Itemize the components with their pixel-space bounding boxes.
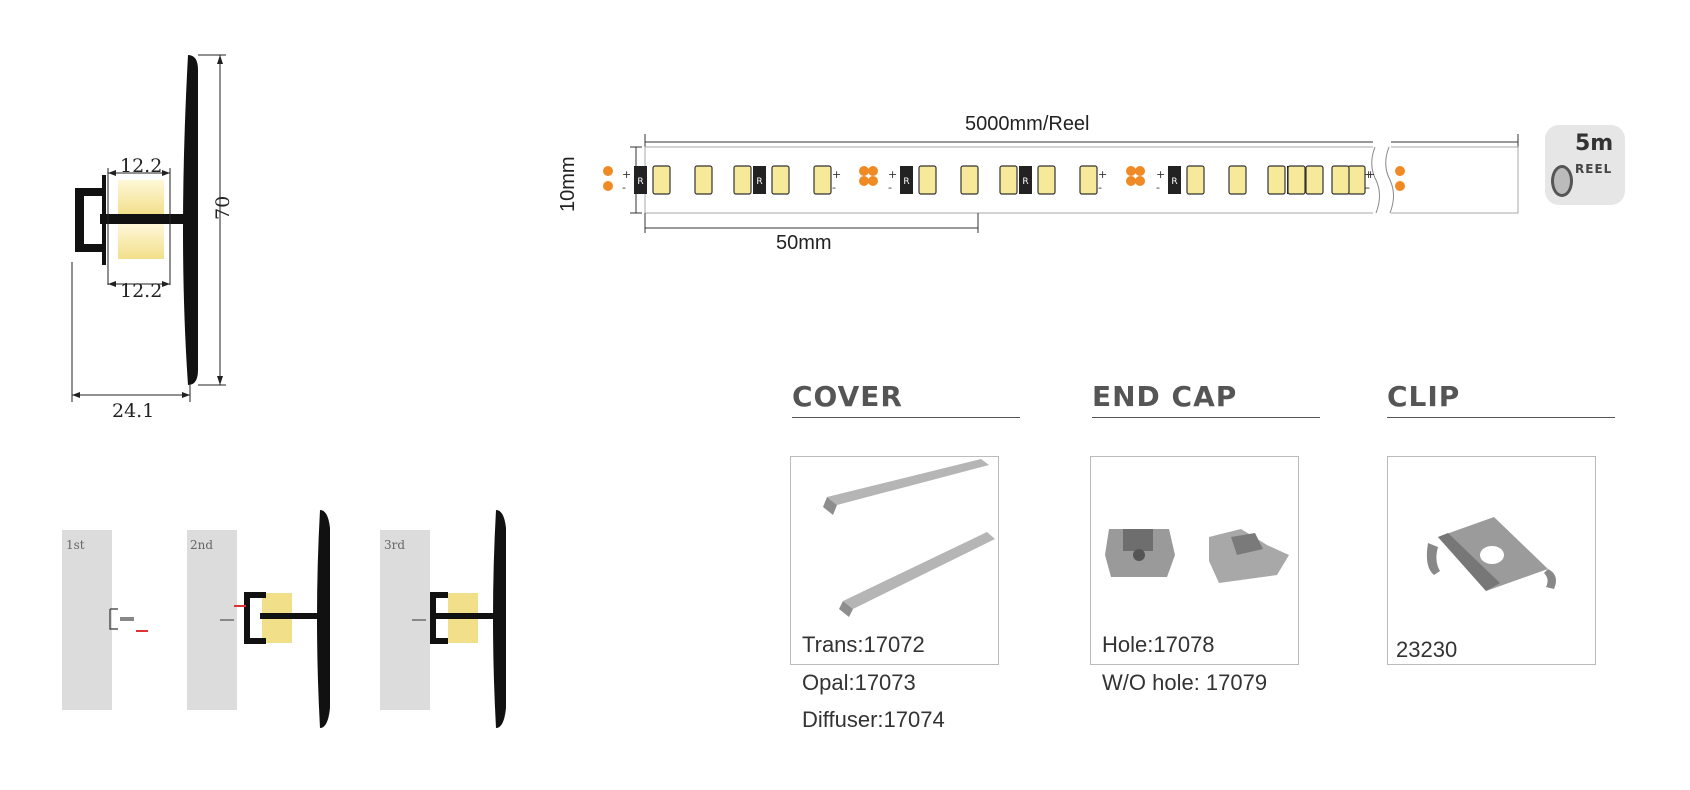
dimension-arrows — [72, 55, 223, 398]
dim-top-width: 12.2 — [120, 155, 163, 177]
end-cap-part-no-hole: W/O hole: 17079 — [1102, 670, 1268, 695]
smd-led — [1186, 165, 1205, 195]
led-strip-diagram: +-RR+-+-RR+-+-RR+-R+- — [603, 134, 1519, 233]
solder-pad — [868, 176, 878, 186]
end-cap-part-hole: Hole:17078 — [1102, 632, 1215, 657]
clip-image — [1426, 517, 1556, 591]
plus-sign: + — [622, 168, 631, 181]
led-lower — [118, 224, 164, 259]
resistor — [753, 166, 766, 194]
smd-led — [1287, 165, 1306, 195]
clip-image-box — [1387, 456, 1596, 665]
profile-cross-section — [71, 54, 226, 402]
minus-sign: - — [832, 181, 836, 194]
minus-sign: - — [622, 181, 626, 194]
dim-bottom-width: 12.2 — [120, 280, 163, 302]
step-2-label: 2nd — [190, 538, 214, 552]
end-cap-image-box — [1090, 456, 1299, 665]
smd-led — [1347, 165, 1366, 195]
solder-pad — [1135, 166, 1145, 176]
reel-length-label: 5000mm/Reel — [965, 113, 1090, 135]
minus-sign: - — [1366, 181, 1370, 194]
smd-led — [999, 165, 1018, 195]
strip-width-label: 10mm — [557, 156, 579, 212]
solder-pad — [1135, 176, 1145, 186]
end-cap-title: END CAP — [1092, 380, 1320, 418]
resistor-mark: R — [903, 177, 909, 187]
led-upper — [118, 180, 164, 215]
solder-pad — [868, 166, 878, 176]
smd-led — [960, 165, 979, 195]
minus-sign: - — [1156, 181, 1160, 194]
solder-pad — [859, 176, 869, 186]
reel-badge-value: 5m — [1575, 131, 1614, 156]
resistor — [634, 166, 647, 194]
resistor-mark: R — [1171, 177, 1177, 187]
profile-channel-wall — [102, 175, 106, 265]
step-3-label: 3rd — [384, 538, 406, 552]
dim-total-width: 24.1 — [112, 400, 155, 422]
resistor — [900, 166, 913, 194]
smd-led — [771, 165, 790, 195]
smd-led — [1037, 165, 1056, 195]
profile-channel — [75, 188, 102, 252]
plus-sign: + — [1156, 168, 1165, 181]
minus-sign: - — [1098, 181, 1102, 194]
smd-led — [694, 165, 713, 195]
smd-led — [1331, 165, 1350, 195]
plus-sign: + — [1098, 168, 1107, 181]
reel-badge: 5m REEL — [1545, 125, 1625, 205]
smd-led — [733, 165, 752, 195]
solder-pad — [859, 166, 869, 176]
smd-led — [1079, 165, 1098, 195]
solder-pad — [603, 181, 613, 191]
profile-web — [100, 214, 192, 224]
resistor — [1019, 166, 1032, 194]
clip-title: CLIP — [1387, 380, 1615, 418]
smd-led — [1267, 165, 1286, 195]
solder-pad — [1395, 181, 1405, 191]
solder-pad — [1126, 166, 1136, 176]
dimension-lines — [71, 54, 226, 402]
solder-pad — [603, 166, 613, 176]
cut-length-label: 50mm — [776, 232, 832, 254]
solder-pad — [1126, 176, 1136, 186]
strip-components: +-RR+-+-RR+-+-RR+-R+- — [603, 165, 1405, 195]
step-1-label: 1st — [66, 538, 85, 552]
resistor-mark: R — [637, 177, 643, 187]
step-3-profile — [412, 510, 506, 728]
cover-part-opal: Opal:17073 — [802, 670, 916, 695]
cover-image — [823, 459, 995, 617]
step-1-clip — [109, 608, 148, 632]
reel-icon — [1551, 165, 1573, 197]
step-2-profile — [220, 510, 330, 728]
end-cap-image — [1105, 529, 1289, 583]
plus-sign: + — [888, 168, 897, 181]
resistor-mark: R — [1022, 177, 1028, 187]
cover-image-box — [790, 456, 999, 665]
cover-part-diffuser: Diffuser:17074 — [802, 707, 945, 732]
dim-height: 70 — [212, 195, 234, 220]
clip-part-number: 23230 — [1396, 637, 1458, 662]
step-1-wall — [62, 530, 112, 710]
plus-sign: + — [1366, 168, 1375, 181]
cover-part-trans: Trans:17072 — [802, 632, 925, 657]
minus-sign: - — [888, 181, 892, 194]
smd-led — [1305, 165, 1324, 195]
resistor-mark: R — [756, 177, 762, 187]
smd-led — [1228, 165, 1247, 195]
smd-led — [918, 165, 937, 195]
smd-led — [813, 165, 832, 195]
plus-sign: + — [1364, 168, 1373, 181]
solder-pad — [1395, 166, 1405, 176]
smd-led — [652, 165, 671, 195]
cover-title: COVER — [792, 380, 1020, 418]
minus-sign: - — [1364, 181, 1368, 194]
resistor — [1168, 166, 1181, 194]
reel-badge-unit: REEL — [1575, 162, 1613, 176]
plus-sign: + — [832, 168, 841, 181]
